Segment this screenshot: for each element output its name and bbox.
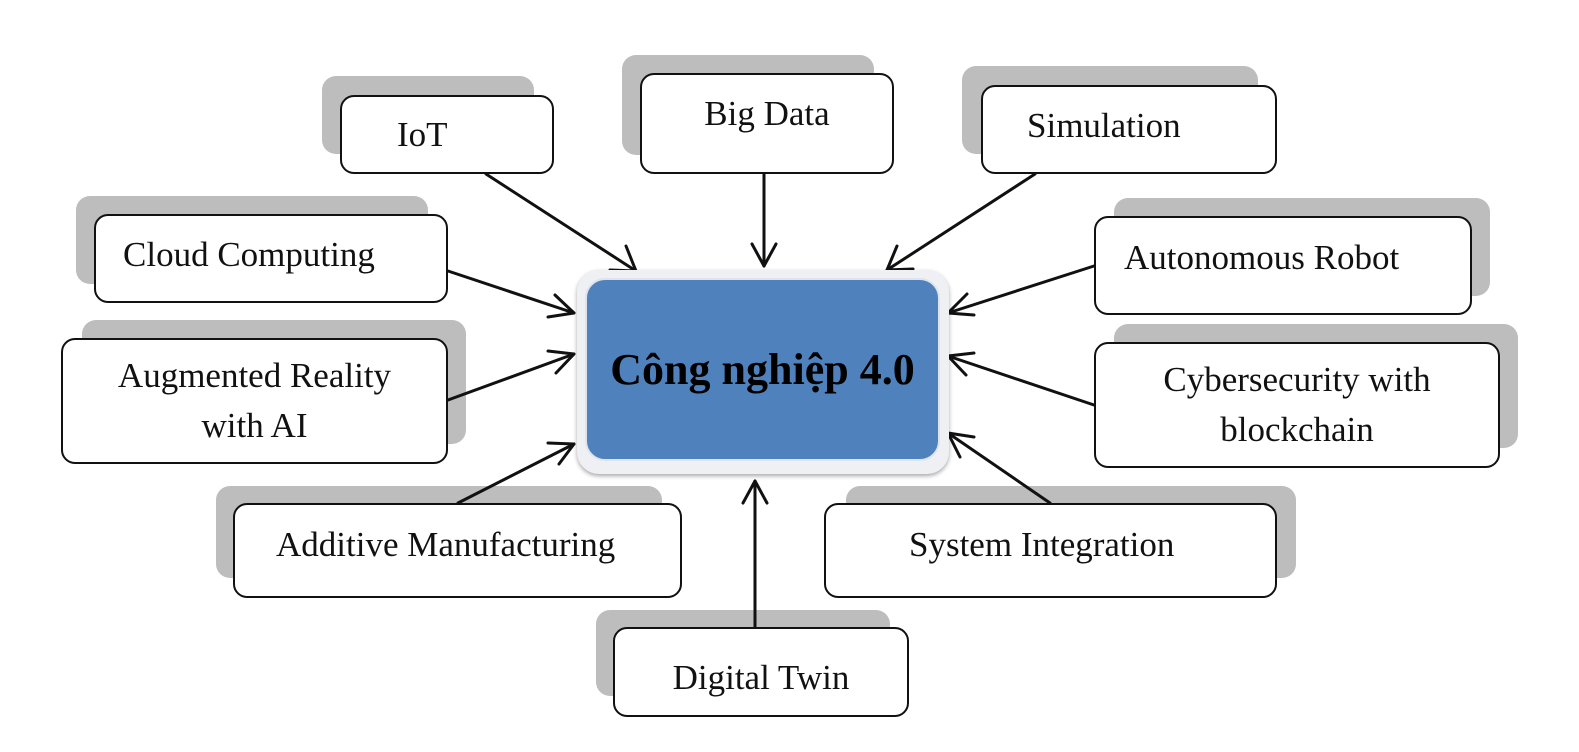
augmented-reality-label-line1: Augmented Reality <box>117 356 392 395</box>
cybersecurity-label-line2: blockchain <box>1220 410 1374 449</box>
arrow-simulation <box>885 172 1037 272</box>
arrow-cybersecurity <box>946 354 1096 407</box>
digital-twin-label: Digital Twin <box>672 658 850 697</box>
digital-twin-node: Digital Twin <box>613 627 909 717</box>
arrow-big-data-head <box>750 242 778 268</box>
iot-label: IoT <box>397 114 448 154</box>
additive-manufacturing-label: Additive Manufacturing <box>276 525 616 564</box>
cybersecurity-node: Cybersecurity with blockchain <box>1094 342 1500 468</box>
system-integration-node: System Integration <box>824 503 1277 598</box>
arrow-augmented-reality-head <box>546 349 576 375</box>
arrow-additive-manufacturing <box>456 442 576 505</box>
autonomous-robot-label: Autonomous Robot <box>1124 238 1400 277</box>
arrow-additive-manufacturing-head <box>546 441 576 466</box>
iot-node: IoT <box>340 95 554 174</box>
cybersecurity-label-line1: Cybersecurity with <box>1163 360 1431 399</box>
arrow-cloud-computing <box>446 269 576 315</box>
augmented-reality-label-line2: with AI <box>201 406 308 445</box>
arrow-augmented-reality <box>446 352 576 402</box>
hub-label: Công nghiệp 4.0 <box>610 345 915 394</box>
cloud-computing-label: Cloud Computing <box>123 235 375 274</box>
system-integration-label: System Integration <box>909 525 1175 564</box>
cloud-computing-node: Cloud Computing <box>94 214 448 303</box>
additive-manufacturing-node: Additive Manufacturing <box>233 503 682 598</box>
big-data-label: Big Data <box>704 94 830 133</box>
arrow-digital-twin-head <box>741 479 769 505</box>
arrow-cloud-computing-head <box>546 293 576 319</box>
hub-node: Công nghiệp 4.0 <box>585 278 940 461</box>
simulation-node: Simulation <box>981 85 1277 174</box>
autonomous-robot-node: Autonomous Robot <box>1094 216 1472 315</box>
arrow-autonomous-robot <box>946 264 1096 315</box>
big-data-node: Big Data <box>640 73 894 174</box>
arrow-iot <box>484 172 638 273</box>
simulation-label: Simulation <box>1027 106 1181 145</box>
arrow-system-integration <box>946 431 1052 505</box>
augmented-reality-node: Augmented Reality with AI <box>61 338 448 464</box>
